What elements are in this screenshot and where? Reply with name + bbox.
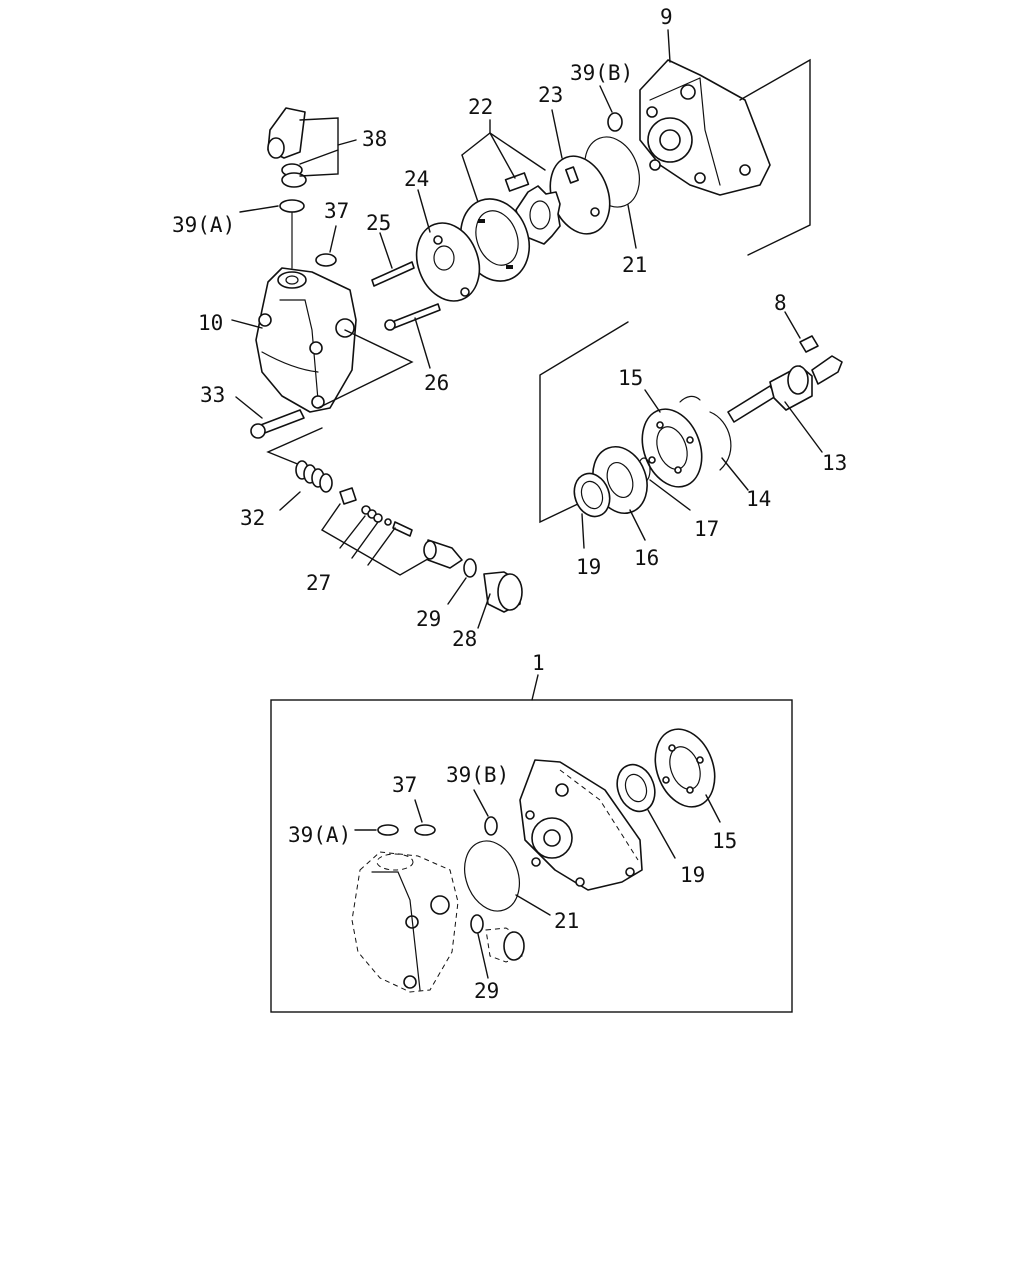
box-part-19-oil-seal bbox=[616, 763, 656, 813]
box-label-19: 19 bbox=[680, 863, 705, 887]
assembly-box bbox=[270, 699, 793, 1013]
part-25-pin bbox=[371, 261, 415, 287]
leader-23 bbox=[551, 109, 563, 159]
leader-29 bbox=[447, 577, 467, 605]
box-cover-plate bbox=[519, 759, 643, 891]
label-33: 33 bbox=[200, 383, 225, 407]
part-39b-o-ring bbox=[607, 112, 623, 132]
box-part-39b-o-ring bbox=[484, 816, 498, 836]
label-24: 24 bbox=[404, 167, 429, 191]
leader-32 bbox=[279, 491, 301, 511]
leader-25 bbox=[379, 232, 393, 269]
part-14-snap-ring bbox=[709, 411, 732, 471]
label-39b: 39(B) bbox=[570, 61, 633, 85]
part-10-pump-body bbox=[255, 267, 357, 413]
label-19: 19 bbox=[576, 555, 601, 579]
leader-33 bbox=[235, 396, 263, 419]
label-25: 25 bbox=[366, 211, 391, 235]
label-26: 26 bbox=[424, 371, 449, 395]
leader-9 bbox=[667, 29, 671, 63]
bracket-22 bbox=[461, 132, 546, 171]
bracket-valve bbox=[266, 427, 323, 466]
box-pump-body bbox=[351, 851, 459, 993]
label-9: 9 bbox=[660, 5, 673, 29]
box-part-37-o-ring bbox=[414, 824, 436, 836]
leader-26 bbox=[414, 317, 431, 369]
label-13: 13 bbox=[822, 451, 847, 475]
box-plug bbox=[485, 927, 525, 963]
part-13-shaft bbox=[727, 355, 843, 423]
box-part-29-o-ring bbox=[470, 914, 484, 934]
bracket-shaft bbox=[539, 321, 629, 524]
part-26-bolt bbox=[384, 303, 441, 331]
bracket-38 bbox=[299, 117, 339, 177]
label-22: 22 bbox=[468, 95, 493, 119]
part-27-plunger bbox=[423, 539, 463, 569]
part-15-bearing bbox=[641, 408, 703, 488]
part-24-pressure-plate bbox=[415, 222, 481, 302]
leader-1 bbox=[531, 674, 539, 701]
leader-21 bbox=[627, 204, 637, 249]
part-23-side-plate bbox=[549, 155, 611, 235]
leader-8 bbox=[784, 311, 801, 339]
leader-28 bbox=[477, 593, 491, 629]
leader-39b bbox=[599, 85, 613, 113]
part-28-plug bbox=[483, 571, 523, 613]
label-38: 38 bbox=[362, 127, 387, 151]
leader-17 bbox=[649, 479, 691, 511]
label-8: 8 bbox=[774, 291, 787, 315]
leader-16 bbox=[629, 509, 646, 541]
label-23: 23 bbox=[538, 83, 563, 107]
box-part-39a-o-ring bbox=[377, 824, 399, 836]
leader-37 bbox=[329, 225, 337, 253]
label-27: 27 bbox=[306, 571, 331, 595]
part-37-o-ring bbox=[315, 253, 337, 267]
label-32: 32 bbox=[240, 506, 265, 530]
label-1: 1 bbox=[532, 651, 545, 675]
bracket-10 bbox=[317, 329, 414, 409]
label-28: 28 bbox=[452, 627, 477, 651]
label-10: 10 bbox=[198, 311, 223, 335]
leader-19 bbox=[581, 513, 585, 549]
box-label-39b: 39(B) bbox=[446, 763, 509, 787]
bracket-9 bbox=[739, 58, 811, 256]
label-15: 15 bbox=[618, 366, 643, 390]
box-label-39a: 39(A) bbox=[288, 823, 351, 847]
leader-14 bbox=[721, 457, 749, 491]
box-part-15-bearing bbox=[654, 728, 716, 808]
leader-10 bbox=[231, 319, 263, 329]
label-16: 16 bbox=[634, 546, 659, 570]
part-39a-o-ring bbox=[279, 199, 305, 213]
leader-24 bbox=[417, 189, 431, 233]
part-8-key bbox=[799, 335, 819, 353]
label-37: 37 bbox=[324, 199, 349, 223]
label-29: 29 bbox=[416, 607, 441, 631]
label-14: 14 bbox=[746, 487, 771, 511]
box-label-21: 21 bbox=[554, 909, 579, 933]
part-29-o-ring bbox=[463, 558, 477, 578]
part-33-bolt bbox=[250, 409, 305, 439]
box-part-21-o-ring bbox=[464, 840, 520, 912]
part-27-valve-parts bbox=[339, 487, 413, 537]
bracket-27 bbox=[321, 529, 441, 576]
leader-13 bbox=[784, 401, 823, 453]
label-21: 21 bbox=[622, 253, 647, 277]
box-label-37: 37 bbox=[392, 773, 417, 797]
label-39a: 39(A) bbox=[172, 213, 235, 237]
label-17: 17 bbox=[694, 517, 719, 541]
part-32-spring bbox=[295, 460, 333, 493]
box-label-15: 15 bbox=[712, 829, 737, 853]
part-9-cover-plate bbox=[639, 59, 771, 196]
leader-15 bbox=[644, 389, 661, 413]
box-label-29: 29 bbox=[474, 979, 499, 1003]
part-19-oil-seal bbox=[573, 472, 611, 518]
